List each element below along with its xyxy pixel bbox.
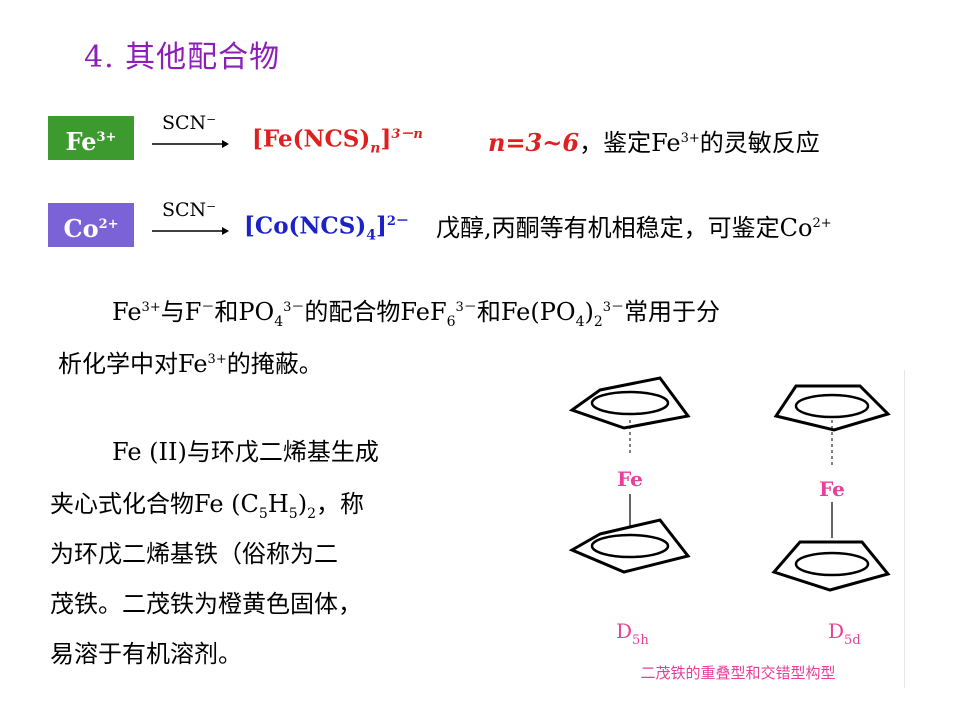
top-cp-ring-right — [773, 384, 891, 432]
figure-caption: 二茂铁的重叠型和交错型构型 — [640, 664, 835, 682]
bottom-cp-ring-left — [568, 518, 691, 574]
ferrocene-line-1: Fe (II)与环戊二烯基生成 — [112, 438, 379, 466]
masking-line-1: Fe3+与F－和PO43－的配合物FeF63－和Fe(PO4)23－常用于分 — [112, 298, 721, 330]
masking-line-2: 析化学中对Fe3+的掩蔽。 — [58, 350, 323, 378]
fe-reaction-arrow — [152, 140, 229, 148]
ferrocene-line-3: 为环戊二烯基铁（俗称为二 — [50, 540, 338, 568]
co-ion-symbol: Co — [63, 214, 99, 243]
co-ion-charge: 2+ — [98, 217, 119, 232]
fe-label-left: Fe — [617, 467, 643, 491]
eclipsed-ferrocene-diagram: Fe D5h — [568, 376, 691, 648]
co-note: 戊醇,丙酮等有机相稳定，可鉴定Co2+ — [436, 214, 832, 242]
bottom-cp-ring-right — [771, 540, 891, 592]
staggered-ferrocene-diagram: Fe D5d — [771, 384, 891, 648]
ferrocene-structure-figure: Fe D5h Fe D5d 二茂铁的重叠型和交错型构型 — [568, 370, 905, 688]
top-cp-ring-left — [568, 376, 691, 430]
d5h-label: D5h — [616, 619, 649, 648]
page-title: 4. 其他配合物 — [84, 40, 281, 75]
co-reagent-label: SCN⁻ — [162, 199, 217, 221]
co-product-formula: [Co(NCS)4]2－ — [244, 212, 409, 244]
d5d-label: D5d — [828, 619, 861, 648]
fe-note: n=3~6，鉴定Fe3+的灵敏反应 — [488, 128, 820, 157]
fe-reagent-label: SCN⁻ — [162, 112, 217, 134]
fe-label-right: Fe — [819, 477, 845, 501]
fe-ion-box: Fe3+ — [48, 116, 134, 160]
ferrocene-line-4: 茂铁。二茂铁为橙黄色固体， — [50, 590, 362, 618]
ferrocene-line-5: 易溶于有机溶剂。 — [50, 640, 242, 668]
co-ion-box: Co2+ — [48, 203, 134, 247]
fe-product-formula: [Fe(NCS)n]3－n — [252, 125, 423, 157]
fe-ion-charge: 3+ — [96, 130, 117, 145]
ferrocene-line-2: 夹心式化合物Fe (C5H5)2，称 — [50, 490, 364, 522]
fe-ion-symbol: Fe — [65, 127, 97, 156]
co-reaction-arrow — [152, 227, 229, 235]
